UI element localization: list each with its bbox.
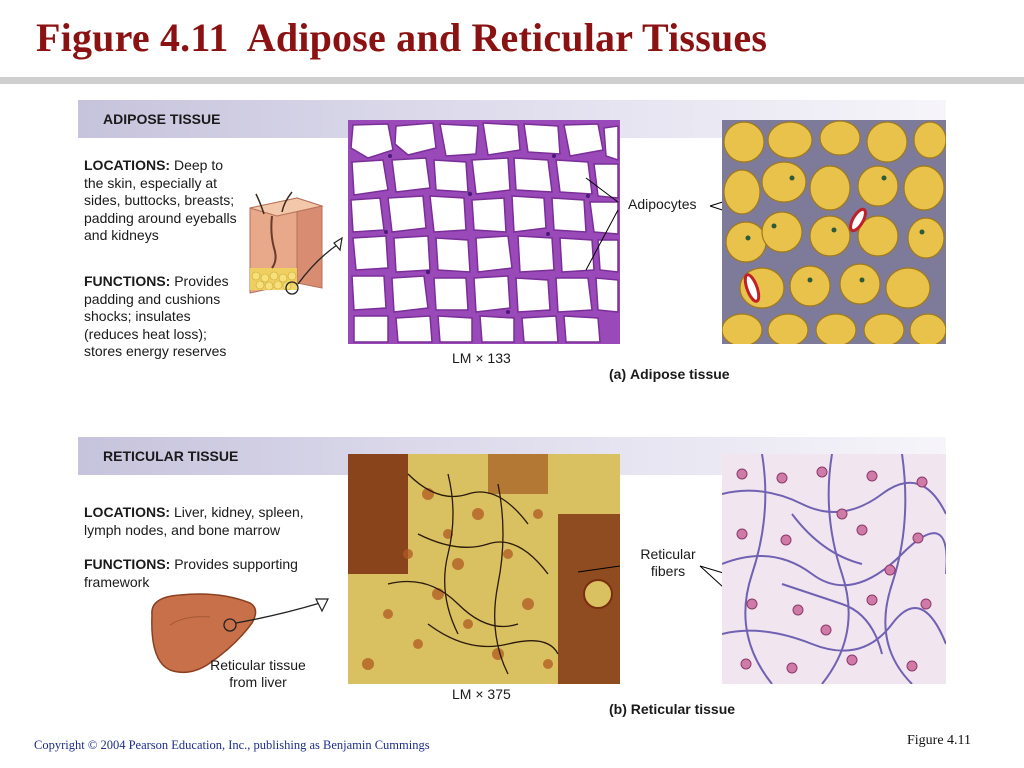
- reticular-illustration: [722, 454, 946, 684]
- liver-label: Reticular tissue from liver: [210, 657, 306, 690]
- adipose-scale: LM × 133: [452, 350, 511, 366]
- reticular-locations-label: LOCATIONS:: [84, 504, 171, 520]
- copyright-notice: Copyright © 2004 Pearson Education, Inc.…: [34, 738, 430, 752]
- adipose-illustration: [722, 120, 946, 344]
- adipose-functions-text: Provides padding and cushions shocks; in…: [84, 273, 229, 359]
- adipose-caption: (a) Adipose tissue: [609, 366, 730, 382]
- reticular-functions-text: Provides supporting framework: [84, 556, 298, 590]
- reticular-callout: Reticular fibers: [640, 546, 696, 579]
- adipose-functions-label: FUNCTIONS:: [84, 273, 171, 289]
- reticular-header: RETICULAR TISSUE: [103, 448, 239, 464]
- reticular-locations: LOCATIONS: Liver, kidney, spleen, lymph …: [84, 504, 334, 539]
- reticular-functions: FUNCTIONS: Provides supporting framework: [84, 556, 334, 591]
- reticular-caption-text: Reticular tissue: [630, 701, 736, 717]
- reticular-locations-text: Liver, kidney, spleen, lymph nodes, and …: [84, 504, 304, 538]
- slide-title: Figure 4.11 Adipose and Reticular Tissue…: [36, 15, 768, 60]
- adipose-locations-text: Deep to the skin, especially at sides, b…: [84, 157, 237, 243]
- title-divider: [0, 77, 1024, 84]
- reticular-scale: LM × 375: [452, 686, 511, 702]
- adipose-caption-letter: (a): [609, 366, 627, 382]
- reticular-functions-label: FUNCTIONS:: [84, 556, 171, 572]
- adipose-caption-text: Adipose tissue: [630, 366, 730, 382]
- reticular-micrograph: [348, 454, 620, 684]
- reticular-caption-letter: (b): [609, 701, 627, 717]
- reticular-caption: (b) Reticular tissue: [609, 701, 735, 717]
- adipose-functions: FUNCTIONS: Provides padding and cushions…: [84, 273, 244, 361]
- skin-section-illustration: [249, 191, 343, 295]
- adipose-locations: LOCATIONS: Deep to the skin, especially …: [84, 157, 244, 245]
- figure-number: Figure 4.11: [907, 733, 972, 748]
- adipose-callout: Adipocytes: [628, 196, 697, 212]
- adipose-locations-label: LOCATIONS:: [84, 157, 171, 173]
- liver-illustration: [151, 593, 329, 674]
- adipose-header: ADIPOSE TISSUE: [103, 111, 221, 127]
- adipose-micrograph: [348, 120, 620, 344]
